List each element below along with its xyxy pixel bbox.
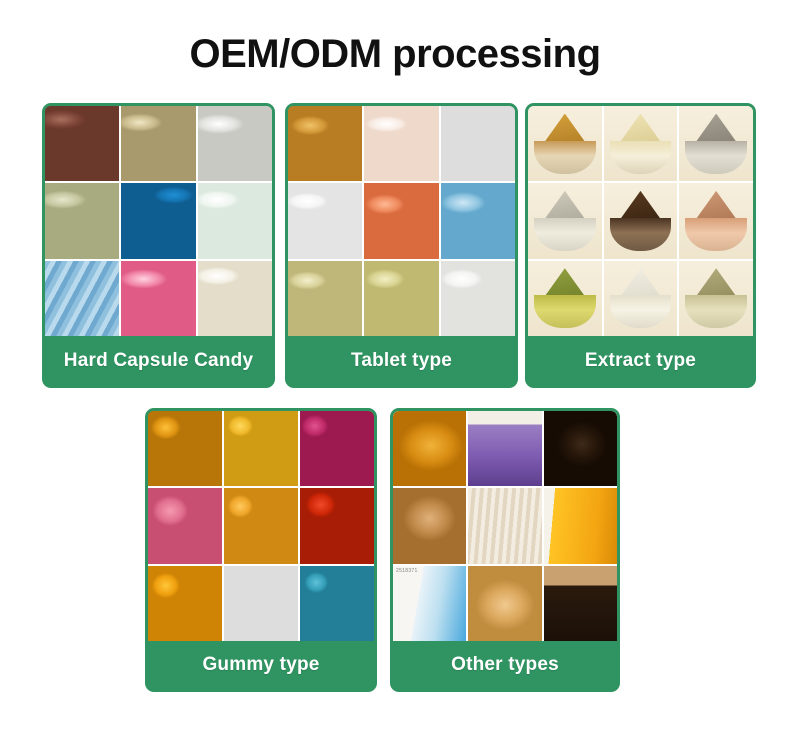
card-label-gummy: Gummy type bbox=[148, 641, 374, 689]
photo-grid-tablet bbox=[288, 106, 515, 336]
photo-tile bbox=[543, 411, 617, 487]
photo-tile bbox=[224, 565, 298, 641]
photo-tile bbox=[440, 183, 515, 259]
card-label-extract: Extract type bbox=[528, 336, 753, 385]
photo-tile bbox=[148, 565, 222, 641]
photo-tile bbox=[148, 411, 222, 487]
card-tablet[interactable]: Tablet type bbox=[285, 103, 518, 388]
photo-tile bbox=[440, 106, 515, 182]
photo-tile bbox=[197, 260, 272, 336]
card-hard-capsule[interactable]: Hard Capsule Candy bbox=[42, 103, 275, 388]
photo-grid-gummy bbox=[148, 411, 374, 641]
card-label-other: Other types bbox=[393, 641, 617, 689]
photo-grid-other: 2518371 bbox=[393, 411, 617, 641]
photo-tile bbox=[603, 106, 678, 182]
photo-tile bbox=[440, 260, 515, 336]
photo-tile bbox=[197, 106, 272, 182]
photo-tile bbox=[528, 260, 602, 336]
card-other[interactable]: 2518371 Other types bbox=[390, 408, 620, 692]
photo-tile bbox=[45, 183, 120, 259]
photo-tile bbox=[468, 565, 542, 641]
photo-tile bbox=[468, 411, 542, 487]
photo-tile bbox=[121, 183, 196, 259]
photo-tile bbox=[288, 183, 363, 259]
card-label-hard-capsule: Hard Capsule Candy bbox=[45, 336, 272, 385]
photo-tile bbox=[364, 183, 439, 259]
photo-grid-extract bbox=[528, 106, 753, 336]
card-extract[interactable]: Extract type bbox=[525, 103, 756, 388]
photo-tile bbox=[543, 488, 617, 564]
photo-tile bbox=[197, 183, 272, 259]
photo-tile bbox=[45, 260, 120, 336]
card-label-tablet: Tablet type bbox=[288, 336, 515, 385]
card-gummy[interactable]: Gummy type bbox=[145, 408, 377, 692]
photo-tile bbox=[300, 565, 374, 641]
photo-tile bbox=[121, 260, 196, 336]
photo-tile bbox=[543, 565, 617, 641]
photo-tile bbox=[393, 411, 467, 487]
photo-tile bbox=[224, 488, 298, 564]
photo-tile bbox=[364, 260, 439, 336]
photo-tile bbox=[603, 183, 678, 259]
photo-grid-hard-capsule bbox=[45, 106, 272, 336]
photo-tile: 2518371 bbox=[393, 565, 467, 641]
photo-tile bbox=[121, 106, 196, 182]
photo-tile bbox=[679, 260, 753, 336]
photo-tile bbox=[300, 488, 374, 564]
photo-tile bbox=[148, 488, 222, 564]
photo-tile bbox=[300, 411, 374, 487]
page-title: OEM/ODM processing bbox=[189, 32, 601, 76]
photo-tile bbox=[45, 106, 120, 182]
photo-tile bbox=[528, 183, 602, 259]
image-watermark: 2518371 bbox=[396, 567, 418, 574]
photo-tile bbox=[603, 260, 678, 336]
photo-tile bbox=[364, 106, 439, 182]
photo-tile bbox=[679, 183, 753, 259]
photo-tile bbox=[468, 488, 542, 564]
photo-tile bbox=[224, 411, 298, 487]
photo-tile bbox=[528, 106, 602, 182]
photo-tile bbox=[288, 260, 363, 336]
photo-tile bbox=[679, 106, 753, 182]
photo-tile bbox=[393, 488, 467, 564]
photo-tile bbox=[288, 106, 363, 182]
